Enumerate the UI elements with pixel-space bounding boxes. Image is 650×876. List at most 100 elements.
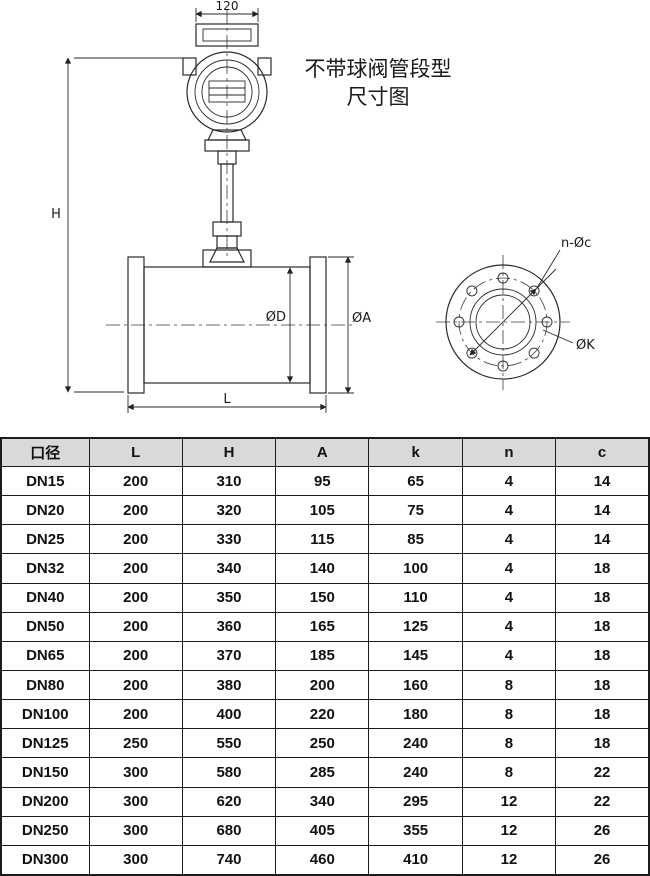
table-cell: 85 bbox=[368, 524, 463, 555]
table-cell: 26 bbox=[555, 844, 650, 876]
table-cell: DN300 bbox=[0, 844, 90, 876]
table-cell: DN80 bbox=[0, 669, 90, 701]
col-header-diameter: 口径 bbox=[0, 437, 90, 467]
table-cell: 220 bbox=[275, 699, 370, 730]
col-header-A: A bbox=[275, 437, 370, 467]
table-cell: 340 bbox=[275, 786, 370, 817]
table-cell: 4 bbox=[461, 495, 557, 526]
table-cell: 310 bbox=[181, 465, 277, 497]
table-cell: 18 bbox=[555, 611, 650, 642]
table-cell: 26 bbox=[555, 815, 650, 846]
table-cell: 200 bbox=[88, 582, 183, 613]
table-cell: 200 bbox=[88, 699, 183, 730]
table-cell: 400 bbox=[181, 699, 277, 730]
col-header-k: k bbox=[368, 437, 463, 467]
table-cell: DN150 bbox=[0, 757, 90, 788]
table-cell: 110 bbox=[368, 582, 463, 613]
table-cell: 4 bbox=[461, 524, 557, 555]
table-cell: 22 bbox=[555, 757, 650, 788]
col-header-n: n bbox=[461, 437, 557, 467]
table-cell: DN100 bbox=[0, 699, 90, 730]
table-cell: 22 bbox=[555, 786, 650, 817]
table-cell: 340 bbox=[181, 553, 277, 584]
table-cell: 14 bbox=[555, 495, 650, 526]
transmitter-head bbox=[182, 23, 272, 133]
table-header-row: 口径 L H A k n c bbox=[0, 437, 650, 467]
dim-label-H: H bbox=[51, 207, 61, 222]
table-cell: 250 bbox=[275, 728, 370, 759]
table-cell: 620 bbox=[181, 786, 277, 817]
table-cell: 330 bbox=[181, 524, 277, 555]
table-cell: 18 bbox=[555, 728, 650, 759]
table-cell: 4 bbox=[461, 582, 557, 613]
table-cell: 8 bbox=[461, 669, 557, 701]
dimension-A: ØA bbox=[328, 256, 371, 394]
table-cell: DN125 bbox=[0, 728, 90, 759]
table-cell: 410 bbox=[368, 844, 463, 876]
dim-label-A: ØA bbox=[352, 311, 371, 326]
table-cell: 200 bbox=[88, 465, 183, 497]
dimension-nc: n-Øc bbox=[536, 236, 591, 289]
table-cell: 580 bbox=[181, 757, 277, 788]
dim-label-120: 120 bbox=[216, 0, 239, 13]
table-cell: 4 bbox=[461, 465, 557, 497]
table-cell: 4 bbox=[461, 553, 557, 584]
table-cell: 370 bbox=[181, 640, 277, 671]
bolt-circle bbox=[458, 277, 548, 367]
table-cell: 250 bbox=[88, 728, 183, 759]
dimension-120: 120 bbox=[195, 0, 259, 22]
table-cell: 200 bbox=[88, 669, 183, 701]
table-cell: 115 bbox=[275, 524, 370, 555]
table-cell: 145 bbox=[368, 640, 463, 671]
dim-label-L: L bbox=[223, 392, 231, 407]
table-cell: 200 bbox=[88, 553, 183, 584]
dimension-H: H bbox=[51, 57, 188, 393]
table-cell: 140 bbox=[275, 553, 370, 584]
table-cell: 200 bbox=[88, 524, 183, 555]
table-cell: 165 bbox=[275, 611, 370, 642]
table-cell: 75 bbox=[368, 495, 463, 526]
dimension-K: ØK bbox=[469, 268, 595, 356]
table-cell: DN32 bbox=[0, 553, 90, 584]
table-cell: 14 bbox=[555, 524, 650, 555]
table-cell: DN20 bbox=[0, 495, 90, 526]
table-cell: 18 bbox=[555, 669, 650, 701]
dim-label-D: ØD bbox=[266, 310, 286, 325]
table-cell: 4 bbox=[461, 640, 557, 671]
table-cell: 14 bbox=[555, 465, 650, 497]
table-cell: 180 bbox=[368, 699, 463, 730]
table-cell: 12 bbox=[461, 815, 557, 846]
table-cell: 740 bbox=[181, 844, 277, 876]
table-cell: DN40 bbox=[0, 582, 90, 613]
table-cell: 300 bbox=[88, 786, 183, 817]
flange-end-view: ØK n-Øc bbox=[436, 236, 595, 390]
dim-label-K: ØK bbox=[576, 338, 595, 353]
table-cell: 185 bbox=[275, 640, 370, 671]
table-cell: 350 bbox=[181, 582, 277, 613]
drawing-title: 不带球阀管段型 尺寸图 bbox=[305, 57, 452, 109]
flowmeter-dimension-drawing: 120 H ØD bbox=[51, 0, 595, 413]
table-cell: DN250 bbox=[0, 815, 90, 846]
drawing-title-line2: 尺寸图 bbox=[347, 85, 410, 109]
table-cell: DN15 bbox=[0, 465, 90, 497]
dim-label-nc: n-Øc bbox=[561, 236, 591, 251]
table-cell: 360 bbox=[181, 611, 277, 642]
table-cell: DN25 bbox=[0, 524, 90, 555]
table-cell: 95 bbox=[275, 465, 370, 497]
table-cell: 18 bbox=[555, 582, 650, 613]
pipe-body bbox=[127, 249, 327, 394]
table-cell: 160 bbox=[368, 669, 463, 701]
table-cell: 18 bbox=[555, 699, 650, 730]
technical-drawing: 120 H ØD bbox=[0, 0, 650, 437]
table-cell: 200 bbox=[275, 669, 370, 701]
drawing-title-line1: 不带球阀管段型 bbox=[305, 57, 452, 81]
